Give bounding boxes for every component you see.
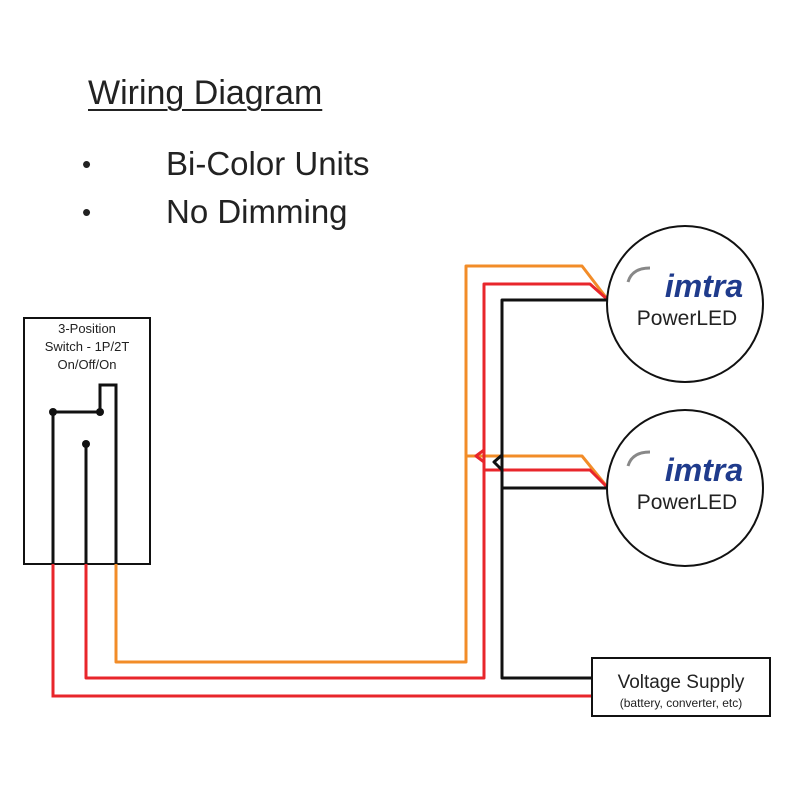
bullet-text: No Dimming <box>166 193 348 230</box>
led-name: PowerLED <box>637 491 737 514</box>
bullet-list: • Bi-Color Units • No Dimming <box>82 140 370 236</box>
switch-label-line: Switch - 1P/2T <box>45 339 130 354</box>
bullet-item: • No Dimming <box>82 188 370 236</box>
switch-terminal-top <box>98 383 118 564</box>
switch-internals <box>51 383 118 564</box>
wire-red-supply <box>51 564 592 698</box>
switch-contacts <box>49 408 104 448</box>
brand-swoosh-icon <box>626 450 651 467</box>
led-name: PowerLED <box>637 307 737 330</box>
switch-label-line: On/Off/On <box>57 357 116 372</box>
powerled-2: imtra PowerLED <box>606 409 764 567</box>
voltage-supply: Voltage Supply (battery, converter, etc) <box>591 657 771 717</box>
powerled-1: imtra PowerLED <box>606 225 764 383</box>
wire-black <box>492 298 608 680</box>
bullet-dot: • <box>82 197 92 227</box>
switch-contact <box>82 440 90 448</box>
bullet-dot: • <box>82 149 92 179</box>
switch-label-line: 3-Position <box>58 321 116 336</box>
led-brand: imtra <box>665 452 743 488</box>
supply-title: Voltage Supply <box>618 672 745 693</box>
supply-box <box>591 657 771 717</box>
switch-contact <box>96 408 104 416</box>
led-brand: imtra <box>665 268 743 304</box>
led-circle <box>606 409 764 567</box>
led-circle <box>606 225 764 383</box>
supply-subtitle: (battery, converter, etc) <box>620 696 743 710</box>
wire-orange <box>114 264 610 664</box>
bullet-text: Bi-Color Units <box>166 145 370 182</box>
wire-red-switch <box>84 282 610 680</box>
diagram-title: Wiring Diagram <box>88 74 323 112</box>
bullet-item: • Bi-Color Units <box>82 140 370 188</box>
switch-contact <box>49 408 57 416</box>
brand-swoosh-icon <box>626 266 651 283</box>
